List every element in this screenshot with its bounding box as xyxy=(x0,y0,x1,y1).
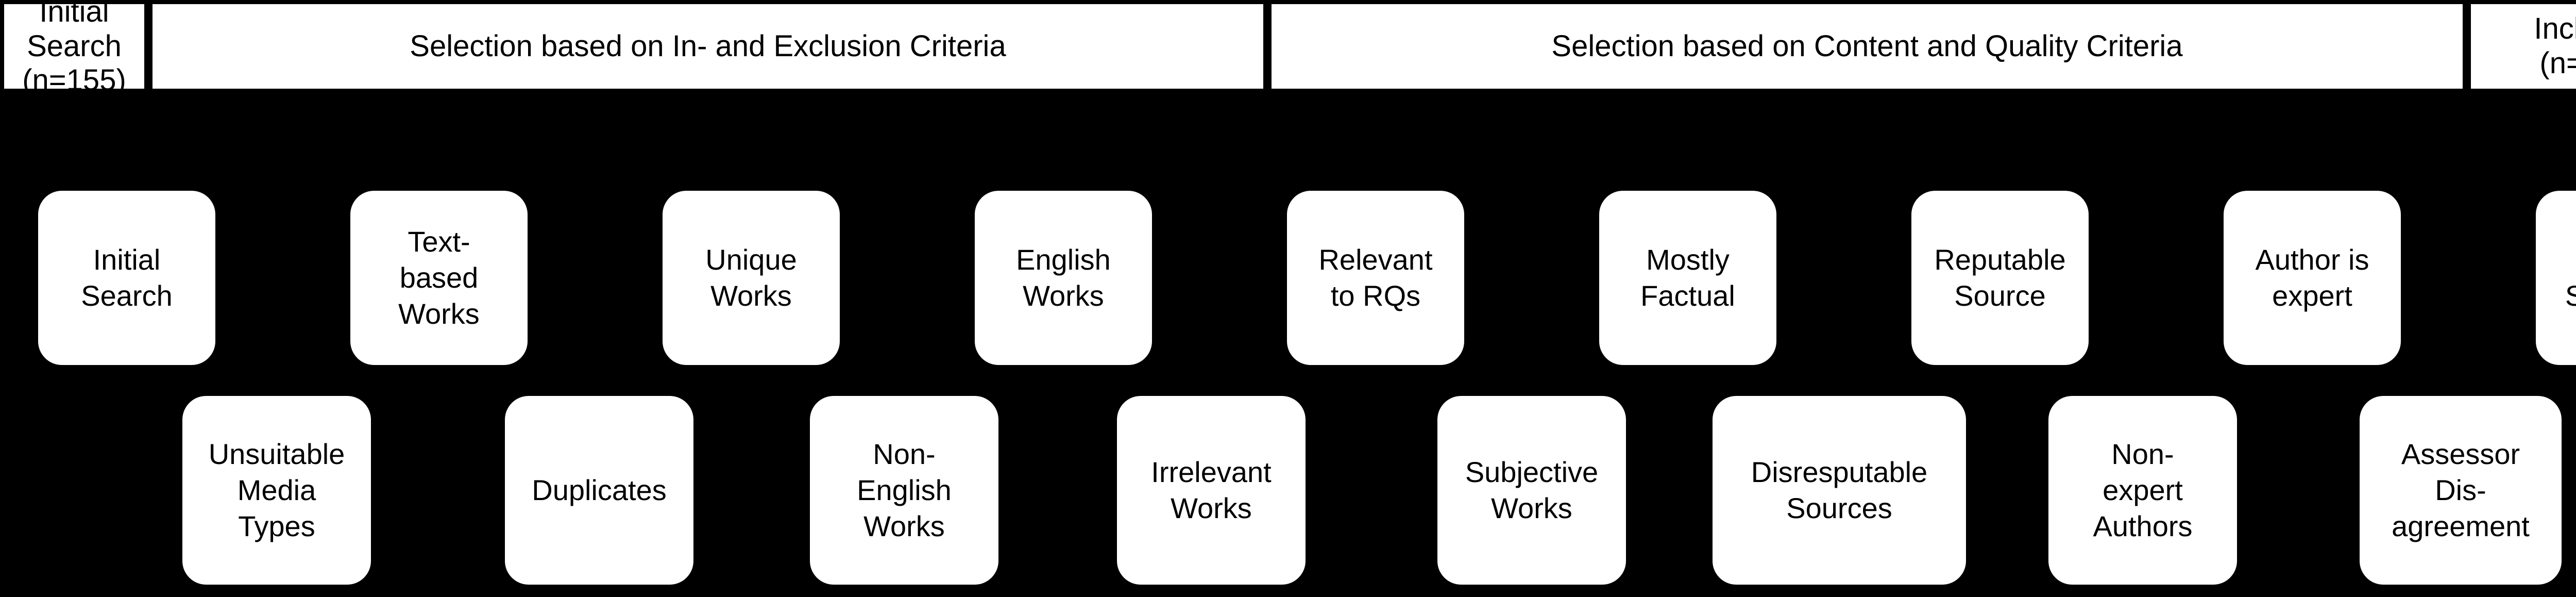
stage-box-4-label: Relevant to RQs xyxy=(1318,243,1433,312)
stage-box-4: Relevant to RQs xyxy=(1287,191,1464,365)
excluded-box-0-label: Unsuitable Media Types xyxy=(208,438,345,542)
stage-box-7-label: Author is expert xyxy=(2255,243,2369,312)
excluded-box-1-label: Duplicates xyxy=(532,474,667,506)
stage-box-5-label: Mostly Factual xyxy=(1640,243,1735,312)
phase-header-0: Initial Search (n=155) xyxy=(4,0,144,97)
phase-header-3-label: Included (n=114) xyxy=(2534,12,2576,80)
phase-header-3: Included (n=114) xyxy=(2471,4,2576,89)
excluded-box-5-label: Disresputable Sources xyxy=(1751,456,1928,524)
stage-box-3-label: English Works xyxy=(1016,243,1111,312)
stage-box-1-label: Text- based Works xyxy=(398,225,480,330)
stage-box-1: Text- based Works xyxy=(350,191,528,365)
excluded-box-1: Duplicates xyxy=(505,396,693,585)
stage-box-2-label: Unique Works xyxy=(705,243,797,312)
excluded-box-6: Non- expert Authors xyxy=(2048,396,2237,585)
excluded-box-6-label: Non- expert Authors xyxy=(2093,438,2193,542)
stage-box-3: English Works xyxy=(975,191,1152,365)
excluded-box-4-label: Subjective Works xyxy=(1465,456,1599,524)
stage-box-2: Unique Works xyxy=(663,191,840,365)
stage-box-5: Mostly Factual xyxy=(1599,191,1776,365)
excluded-box-3: Irrelevant Works xyxy=(1117,396,1306,585)
stage-box-8: Final Selection xyxy=(2536,191,2576,365)
excluded-box-7: Assessor Dis- agreement xyxy=(2360,396,2562,585)
phase-header-1-label: Selection based on In- and Exclusion Cri… xyxy=(410,29,1006,63)
excluded-box-2: Non- English Works xyxy=(810,396,998,585)
phase-header-2: Selection based on Content and Quality C… xyxy=(1272,4,2463,89)
excluded-box-7-label: Assessor Dis- agreement xyxy=(2392,438,2530,542)
stage-box-6-label: Reputable Source xyxy=(1934,243,2066,312)
stage-box-8-label: Final Selection xyxy=(2565,279,2576,312)
phase-header-0-label: Initial Search (n=155) xyxy=(22,0,126,97)
stage-box-0-label: Initial Search xyxy=(81,243,173,312)
excluded-box-3-label: Irrelevant Works xyxy=(1151,456,1272,524)
stage-box-6: Reputable Source xyxy=(1911,191,2089,365)
phase-header-2-label: Selection based on Content and Quality C… xyxy=(1551,29,2183,63)
stage-box-0: Initial Search xyxy=(38,191,215,365)
stage-box-7: Author is expert xyxy=(2224,191,2401,365)
excluded-box-4: Subjective Works xyxy=(1437,396,1626,585)
excluded-box-5: Disresputable Sources xyxy=(1713,396,1966,585)
excluded-box-2-label: Non- English Works xyxy=(857,438,952,542)
excluded-box-0: Unsuitable Media Types xyxy=(182,396,371,585)
phase-header-1: Selection based on In- and Exclusion Cri… xyxy=(152,4,1263,89)
